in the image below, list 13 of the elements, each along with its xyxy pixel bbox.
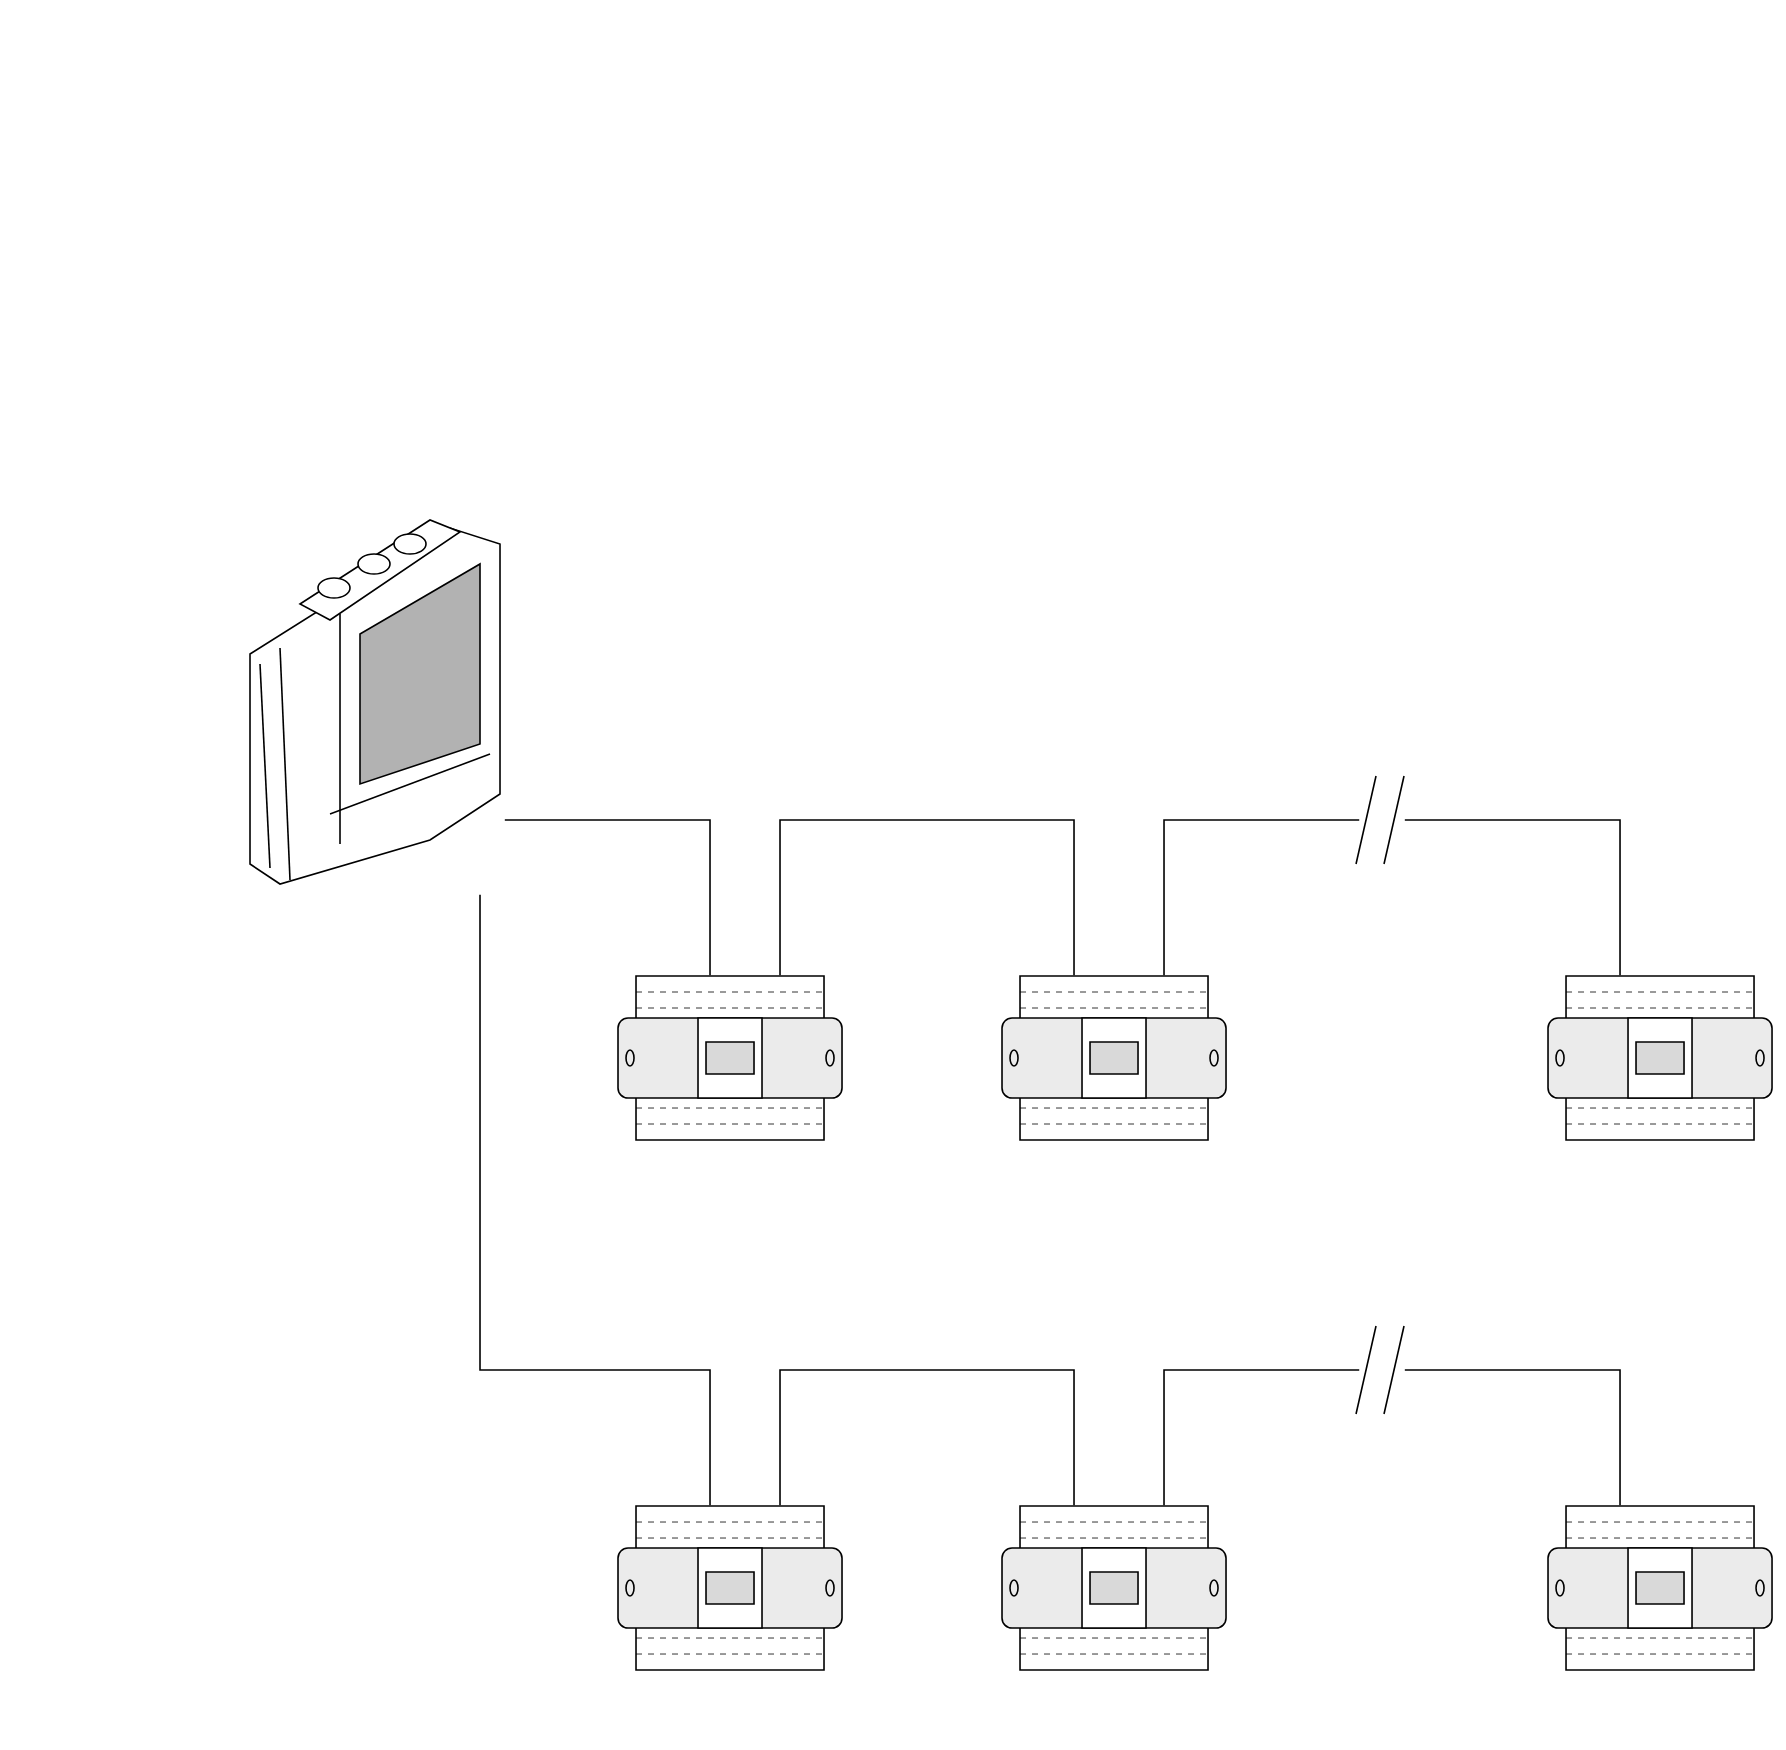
connector — [779, 819, 1075, 976]
module-drawing — [1547, 975, 1773, 1141]
connector — [479, 894, 711, 1506]
module-drawing — [617, 1505, 843, 1671]
connector — [1163, 819, 1621, 976]
connector — [779, 1369, 1075, 1506]
module-drawing — [1001, 975, 1227, 1141]
connector — [504, 819, 711, 976]
module-drawing — [1001, 1505, 1227, 1671]
module-drawing — [617, 975, 843, 1141]
connector — [1163, 1369, 1621, 1506]
controller-drawing — [249, 519, 501, 885]
module-drawing — [1547, 1505, 1773, 1671]
